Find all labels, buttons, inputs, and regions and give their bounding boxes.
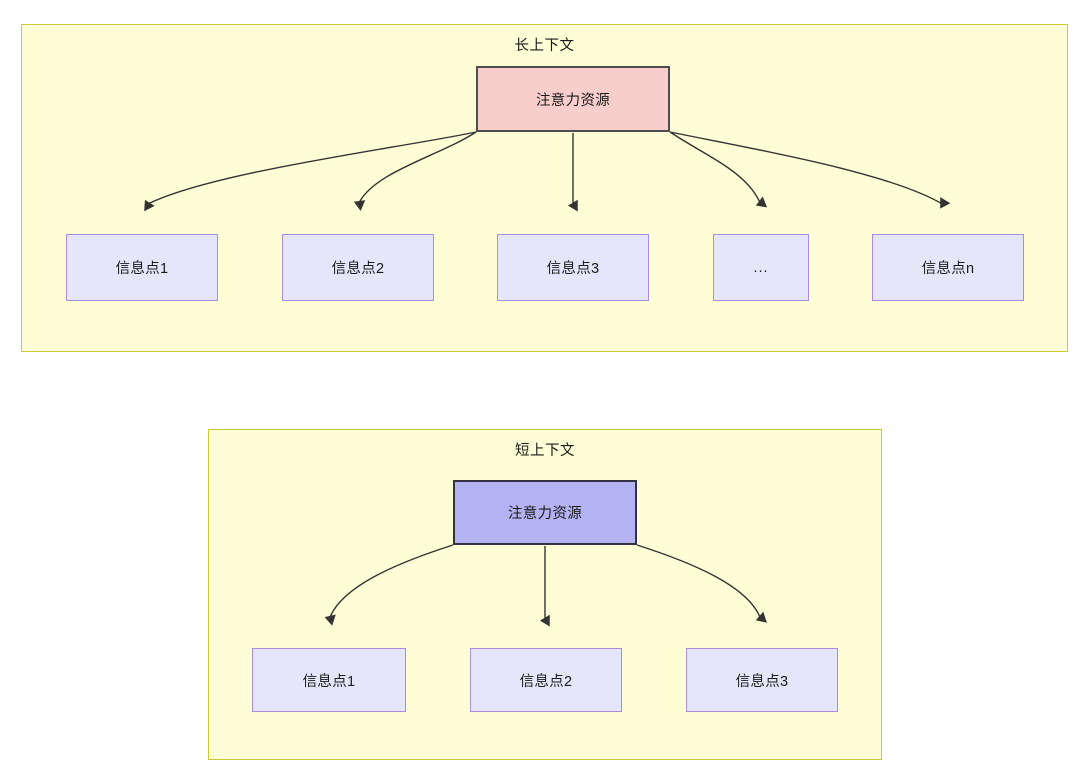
node-info-point-ellipsis-long[interactable]: ... bbox=[713, 234, 809, 301]
node-label: 信息点3 bbox=[735, 673, 789, 690]
node-info-point-2-short[interactable]: 信息点2 bbox=[470, 648, 622, 712]
node-info-point-2-long[interactable]: 信息点2 bbox=[282, 234, 434, 301]
node-label: 信息点1 bbox=[302, 673, 356, 690]
node-attention-resource-long[interactable]: 注意力资源 bbox=[476, 66, 670, 132]
node-label: 信息点2 bbox=[519, 673, 573, 690]
node-label: 信息点1 bbox=[115, 261, 169, 277]
node-label: 注意力资源 bbox=[536, 92, 610, 109]
node-label: 信息点2 bbox=[331, 261, 385, 277]
group-short-context-title: 短上下文 bbox=[515, 443, 575, 459]
node-label: ... bbox=[753, 259, 769, 276]
node-label: 信息点3 bbox=[546, 261, 600, 277]
node-info-point-1-long[interactable]: 信息点1 bbox=[66, 234, 218, 301]
node-info-point-n-long[interactable]: 信息点n bbox=[872, 234, 1024, 301]
node-info-point-3-long[interactable]: 信息点3 bbox=[497, 234, 649, 301]
node-label: 注意力资源 bbox=[508, 506, 582, 522]
node-info-point-1-short[interactable]: 信息点1 bbox=[252, 648, 406, 712]
node-attention-resource-short[interactable]: 注意力资源 bbox=[453, 480, 637, 545]
node-info-point-3-short[interactable]: 信息点3 bbox=[686, 648, 838, 712]
node-label: 信息点n bbox=[921, 261, 975, 277]
group-long-context-title: 长上下文 bbox=[514, 38, 575, 54]
